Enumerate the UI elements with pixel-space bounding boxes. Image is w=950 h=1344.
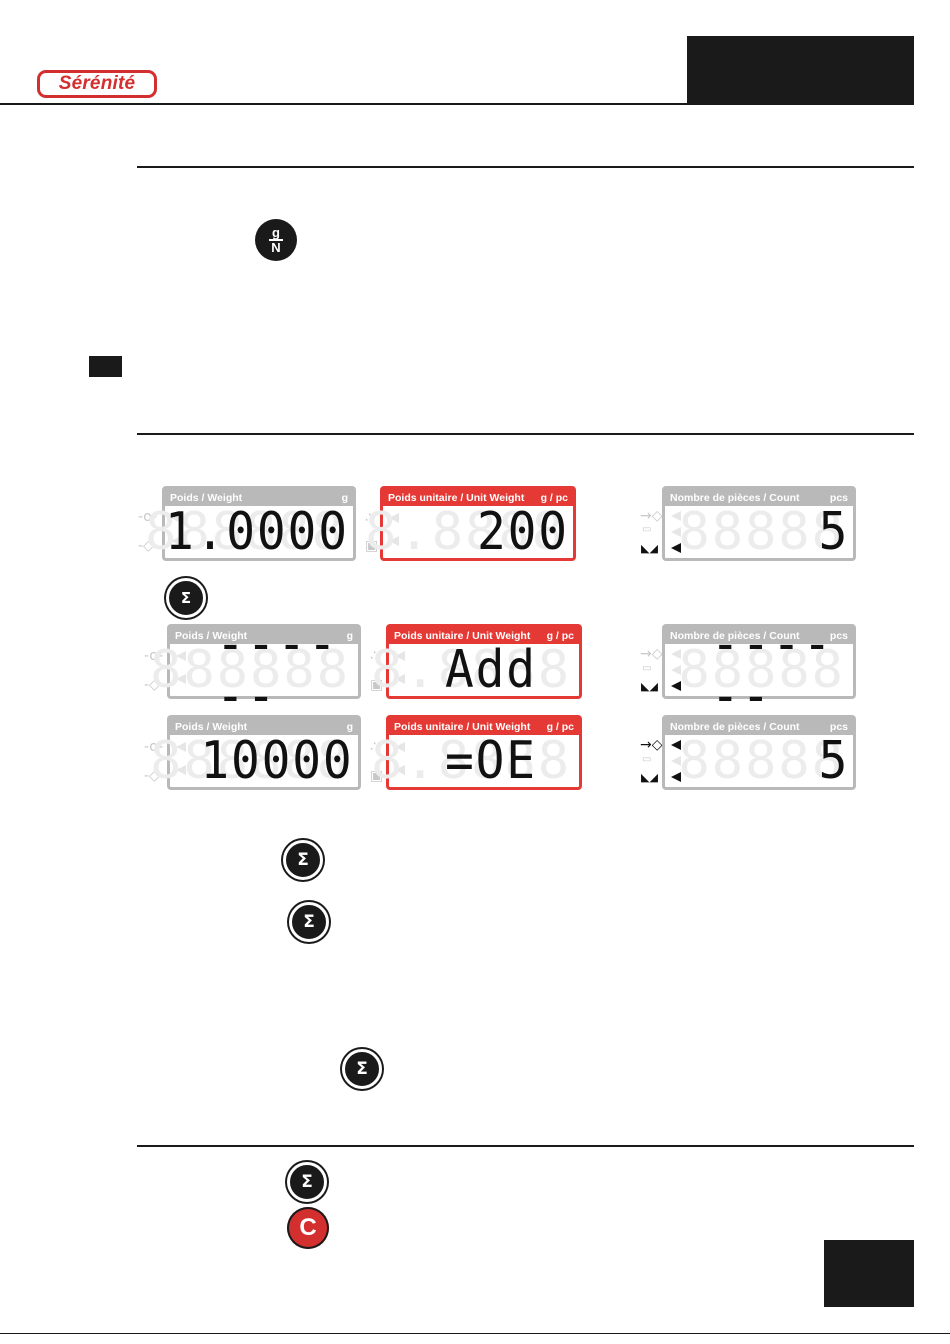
page-number-box — [824, 1240, 914, 1307]
unit-weight-unit: g / pc — [546, 720, 574, 733]
stable-icon: -o- — [144, 648, 164, 664]
weight-bag-icon: ▣ — [370, 677, 384, 693]
stable-icon: -o- — [138, 509, 158, 525]
unit-weight-value: Add — [445, 639, 537, 700]
mode-icon: ◣◢ — [641, 542, 658, 555]
sum-symbol: Σ — [303, 912, 315, 932]
weight-value: ------ — [216, 613, 339, 726]
accumulate-icon: →◇ — [640, 646, 663, 662]
accumulate-key-icon: Σ — [166, 578, 206, 618]
brand-logo: Sérénité — [37, 70, 157, 98]
header-tab — [687, 36, 914, 104]
zero-icon: -◇ — [144, 677, 160, 693]
unit-weight-unit: g / pc — [546, 629, 574, 642]
unit-weight-value: =OE — [445, 730, 537, 791]
sum-symbol: Σ — [356, 1059, 368, 1079]
sum-key-icon: Σ — [283, 840, 323, 880]
section-rule-3 — [137, 1145, 914, 1147]
sum-key-icon: Σ — [289, 902, 329, 942]
battery-icon: ▭ — [642, 663, 652, 674]
stable-icon: -o- — [144, 739, 164, 755]
mode-icon: ◣◢ — [641, 771, 658, 784]
mode-icon: ◣◢ — [641, 680, 658, 693]
unit-switch-icon: g N — [255, 219, 297, 261]
unit-weight-label: Poids unitaire / Unit Weight — [394, 720, 531, 733]
unit-weight-unit: g / pc — [540, 491, 568, 504]
sum-symbol: Σ — [301, 1172, 313, 1192]
section-rule-2 — [137, 433, 914, 435]
weight-label: Poids / Weight — [175, 629, 248, 642]
side-marker — [89, 356, 122, 377]
count-label: Nombre de pièces / Count — [670, 629, 800, 642]
battery-icon: ▭ — [642, 524, 652, 535]
weight-bag-icon: ▣ — [365, 538, 379, 554]
count-unit: pcs — [829, 491, 848, 504]
zero-icon: -◇ — [138, 538, 154, 554]
battery-icon: ▭ — [642, 754, 652, 765]
count-label: Nombre de pièces / Count — [670, 491, 800, 504]
unit-g-label: g — [269, 226, 283, 241]
sum-key-icon: Σ — [342, 1049, 382, 1089]
weight-bag-icon: ▣ — [370, 768, 384, 784]
weight-unit: g — [346, 720, 353, 733]
unit-weight-label: Poids unitaire / Unit Weight — [388, 491, 525, 504]
clear-key-icon: C — [287, 1207, 329, 1249]
count-label: Nombre de pièces / Count — [670, 720, 800, 733]
weight-unit: g — [341, 491, 348, 504]
accumulate-icon: →◇ — [640, 737, 663, 753]
weight-value: 1.0000 — [165, 501, 349, 562]
sum-symbol: Σ — [297, 850, 309, 870]
section-rule-1 — [137, 166, 914, 168]
weight-unit: g — [346, 629, 353, 642]
weight-value: 10000 — [200, 730, 354, 791]
weight-label: Poids / Weight — [170, 491, 243, 504]
unit-weight-label: Poids unitaire / Unit Weight — [394, 629, 531, 642]
count-value: ------ — [710, 613, 834, 726]
accumulate-icon: →◇ — [640, 508, 663, 524]
pieces-icon: ∴ — [365, 510, 374, 526]
count-value: 5 — [818, 501, 849, 562]
sum-symbol: Σ — [180, 589, 192, 607]
zero-icon: -◇ — [144, 768, 160, 784]
sum-key-icon: Σ — [287, 1162, 327, 1202]
unit-weight-value: 200 — [477, 501, 569, 562]
unit-n-label: N — [271, 239, 281, 255]
footer-divider — [0, 1333, 950, 1334]
count-unit: pcs — [829, 629, 848, 642]
clear-letter: C — [299, 1214, 317, 1241]
count-value: 5 — [818, 730, 849, 791]
count-unit: pcs — [829, 720, 848, 733]
brand-logo-text: Sérénité — [58, 73, 136, 94]
header-divider — [0, 103, 914, 105]
pieces-icon: ∴ — [370, 648, 379, 664]
pieces-icon: ∴ — [370, 739, 379, 755]
weight-label: Poids / Weight — [175, 720, 248, 733]
